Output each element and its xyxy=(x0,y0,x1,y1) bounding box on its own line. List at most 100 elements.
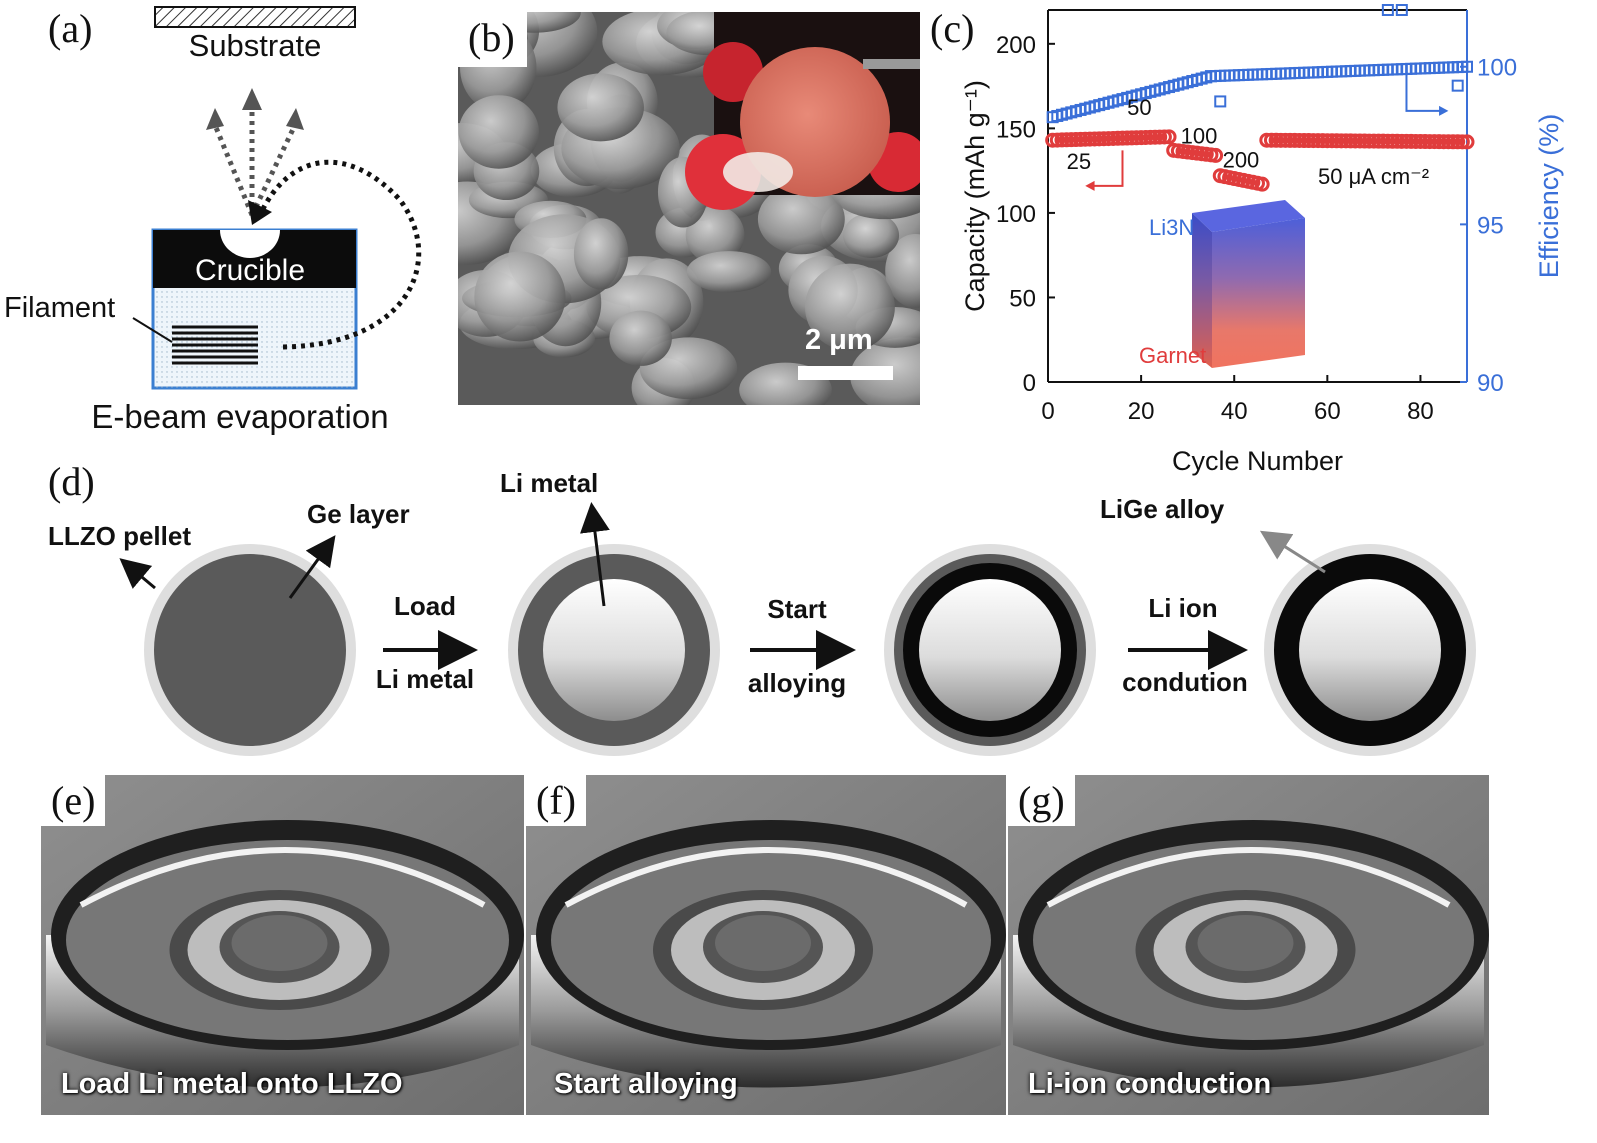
vapor-arrows xyxy=(212,100,298,217)
disc-lige-alloy xyxy=(1264,544,1476,756)
x-axis-label: Cycle Number xyxy=(1172,446,1343,476)
y2-axis-label: Efficiency (%) xyxy=(1534,114,1564,279)
y-tick-label: 150 xyxy=(996,116,1036,143)
capacity-point xyxy=(1450,134,1466,150)
li-metal-label: Li metal xyxy=(500,468,598,498)
capacity-point xyxy=(1361,133,1377,149)
capacity-point xyxy=(1161,129,1177,145)
alloying-schematic: LLZO pellet Ge layer Li metal LiGe alloy… xyxy=(48,468,1476,756)
capacity-point xyxy=(1329,133,1345,149)
inset-label-top: Li3N xyxy=(1149,215,1194,240)
lige-pointer xyxy=(1259,530,1326,574)
scale-bar xyxy=(798,366,893,380)
capacity-point xyxy=(1417,134,1433,150)
y2-tick-label: 95 xyxy=(1477,212,1504,239)
substrate-plate xyxy=(154,6,356,28)
chart-annotation: 25 xyxy=(1067,149,1091,174)
efficiency-point xyxy=(1461,60,1473,73)
left-axis-arrow xyxy=(1089,150,1124,187)
photo-caption-f: Start alloying xyxy=(554,1068,738,1100)
capacity-point xyxy=(1426,134,1442,150)
panel-c-label: (c) xyxy=(930,6,975,51)
capacity-point xyxy=(1347,133,1363,149)
li-pointer xyxy=(580,502,610,607)
capacity-point xyxy=(1375,133,1391,149)
capacity-point xyxy=(1310,133,1326,149)
y-axis-label: Capacity (mAh g⁻¹) xyxy=(960,80,990,312)
capacity-point xyxy=(1301,133,1317,149)
capacity-point xyxy=(1291,132,1307,148)
capacity-point xyxy=(1254,176,1270,192)
efficiency-point xyxy=(1451,79,1464,92)
filament-label: Filament xyxy=(4,292,115,324)
photo-label-f: (f) xyxy=(526,775,586,826)
filament-coil xyxy=(172,325,258,365)
capacity-point xyxy=(1324,133,1340,149)
capacity-point xyxy=(1273,132,1289,148)
coin-cell-photo-e xyxy=(41,775,524,1115)
panel-d-label: (d) xyxy=(48,459,95,504)
capacity-point xyxy=(1445,134,1461,150)
x-tick-label: 60 xyxy=(1314,398,1341,425)
disc-alloying xyxy=(884,544,1096,756)
evaporation-caption: E-beam evaporation xyxy=(91,398,388,435)
x-tick-label: 80 xyxy=(1407,398,1434,425)
crucible-label: Crucible xyxy=(195,254,305,287)
capacity-point xyxy=(1319,133,1335,149)
capacity-point xyxy=(1352,133,1368,149)
arrow3-top: Li ion xyxy=(1148,593,1217,623)
arrow3-bottom: condution xyxy=(1122,667,1248,697)
capacity-point xyxy=(1287,132,1303,148)
capacity-point xyxy=(1277,132,1293,148)
arrow1-top: Load xyxy=(394,591,456,621)
capacity-point xyxy=(1333,133,1349,149)
chart-annotation: 200 xyxy=(1223,147,1260,172)
y2-tick-label: 100 xyxy=(1477,55,1517,82)
capacity-point xyxy=(1454,134,1470,150)
coin-cell-photo-f xyxy=(526,775,1006,1115)
y-tick-label: 0 xyxy=(1023,370,1036,397)
panel-a-label: (a) xyxy=(48,6,93,51)
llzo-pointer xyxy=(119,558,156,590)
evaporation-schematic: Substrate Crucible Filament E-beam evapo… xyxy=(4,6,422,435)
capacity-point xyxy=(1440,134,1456,150)
sem-image: (b) 2 μm xyxy=(458,12,920,405)
ge-pointer xyxy=(288,535,336,599)
photo-panel-e: (e) Load Li metal onto LLZO xyxy=(41,775,524,1115)
disc-li-loaded xyxy=(508,544,720,756)
left-axis-arrowhead xyxy=(1085,180,1095,191)
inset-label-bottom: Garnet xyxy=(1139,343,1206,368)
capacity-point xyxy=(1366,133,1382,149)
capacity-point xyxy=(1263,132,1279,148)
arrow1-bottom: Li metal xyxy=(376,664,474,694)
arrow2-top: Start xyxy=(767,594,827,624)
x-tick-label: 40 xyxy=(1221,398,1248,425)
capacity-point xyxy=(1436,134,1452,150)
disc-llzo-ge xyxy=(144,544,356,756)
capacity-point xyxy=(1338,133,1354,149)
capacity-point xyxy=(1357,133,1373,149)
coin-cell-photo-g xyxy=(1008,775,1489,1115)
efficiency-point xyxy=(1214,95,1227,108)
right-axis-arrow xyxy=(1405,73,1444,112)
efficiency-point xyxy=(1381,4,1394,16)
capacity-point xyxy=(1431,134,1447,150)
llzo-label: LLZO pellet xyxy=(48,521,191,551)
capacity-point xyxy=(1371,133,1387,149)
arrow2-bottom: alloying xyxy=(748,668,846,698)
lige-alloy-label: LiGe alloy xyxy=(1100,494,1225,524)
chart-annotation: 50 μA cm⁻² xyxy=(1318,164,1429,189)
capacity-point xyxy=(1343,133,1359,149)
capacity-point xyxy=(1315,133,1331,149)
capacity-point xyxy=(1422,134,1438,150)
capacity-point xyxy=(1459,134,1475,150)
capacity-point xyxy=(1408,133,1424,149)
capacity-point xyxy=(1305,133,1321,149)
capacity-point xyxy=(1385,133,1401,149)
x-tick-label: 20 xyxy=(1128,398,1155,425)
efficiency-point xyxy=(1395,4,1408,16)
photo-caption-g: Li-ion conduction xyxy=(1028,1068,1272,1100)
right-axis-arrowhead xyxy=(1439,105,1449,116)
y-tick-label: 200 xyxy=(996,32,1036,59)
